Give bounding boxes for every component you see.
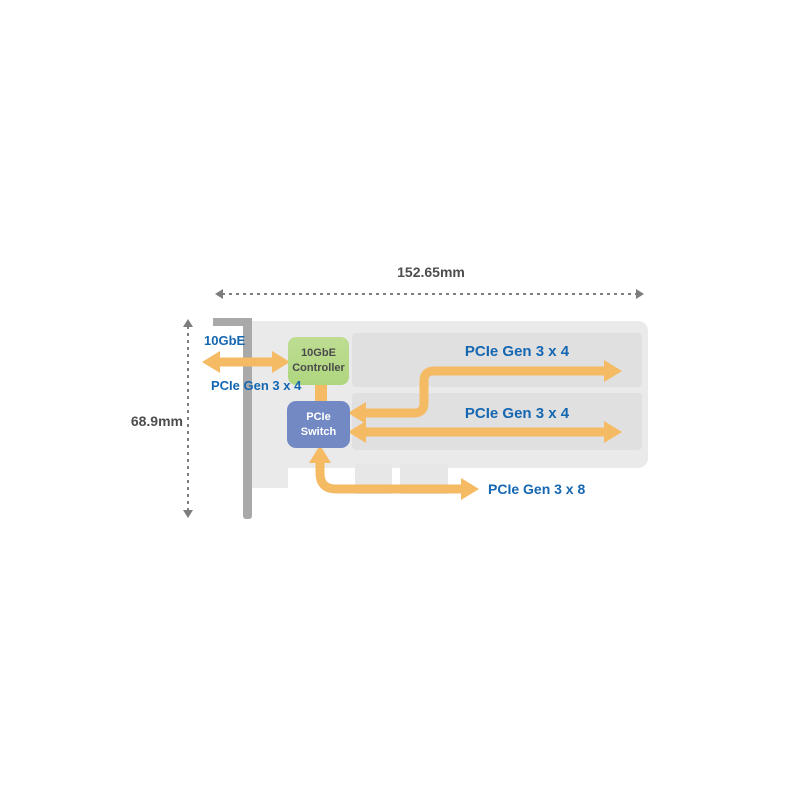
10gbe-port-label: 10GbE <box>204 333 246 348</box>
width-dimension-label: 152.65mm <box>397 264 465 280</box>
controller-chip-line1: 10GbE <box>301 347 336 359</box>
card-front-section <box>252 460 288 488</box>
bracket-bar <box>243 318 252 519</box>
controller-lane-label: PCIe Gen 3 x 4 <box>211 378 302 393</box>
slot2-lane-label: PCIe Gen 3 x 4 <box>464 405 570 422</box>
m2-slot-1 <box>352 333 642 387</box>
10gbe-controller-chip: 10GbE Controller <box>288 337 349 385</box>
controller-chip-line2: Controller <box>292 362 345 374</box>
switch-chip-line1: PCIe <box>306 410 331 423</box>
host-lane-label: PCIe Gen 3 x 8 <box>488 481 586 497</box>
height-dimension-label: 68.9mm <box>130 413 183 429</box>
pcie-switch-chip: PCIe Switch <box>287 401 350 448</box>
slot1-lane-label: PCIe Gen 3 x 4 <box>464 343 570 360</box>
bracket-top-arm <box>213 318 252 326</box>
pcie-edge-connector-long-tab <box>400 464 448 494</box>
pcie-edge-connector-short-tab <box>355 464 392 494</box>
switch-chip-line2: Switch <box>300 425 337 438</box>
